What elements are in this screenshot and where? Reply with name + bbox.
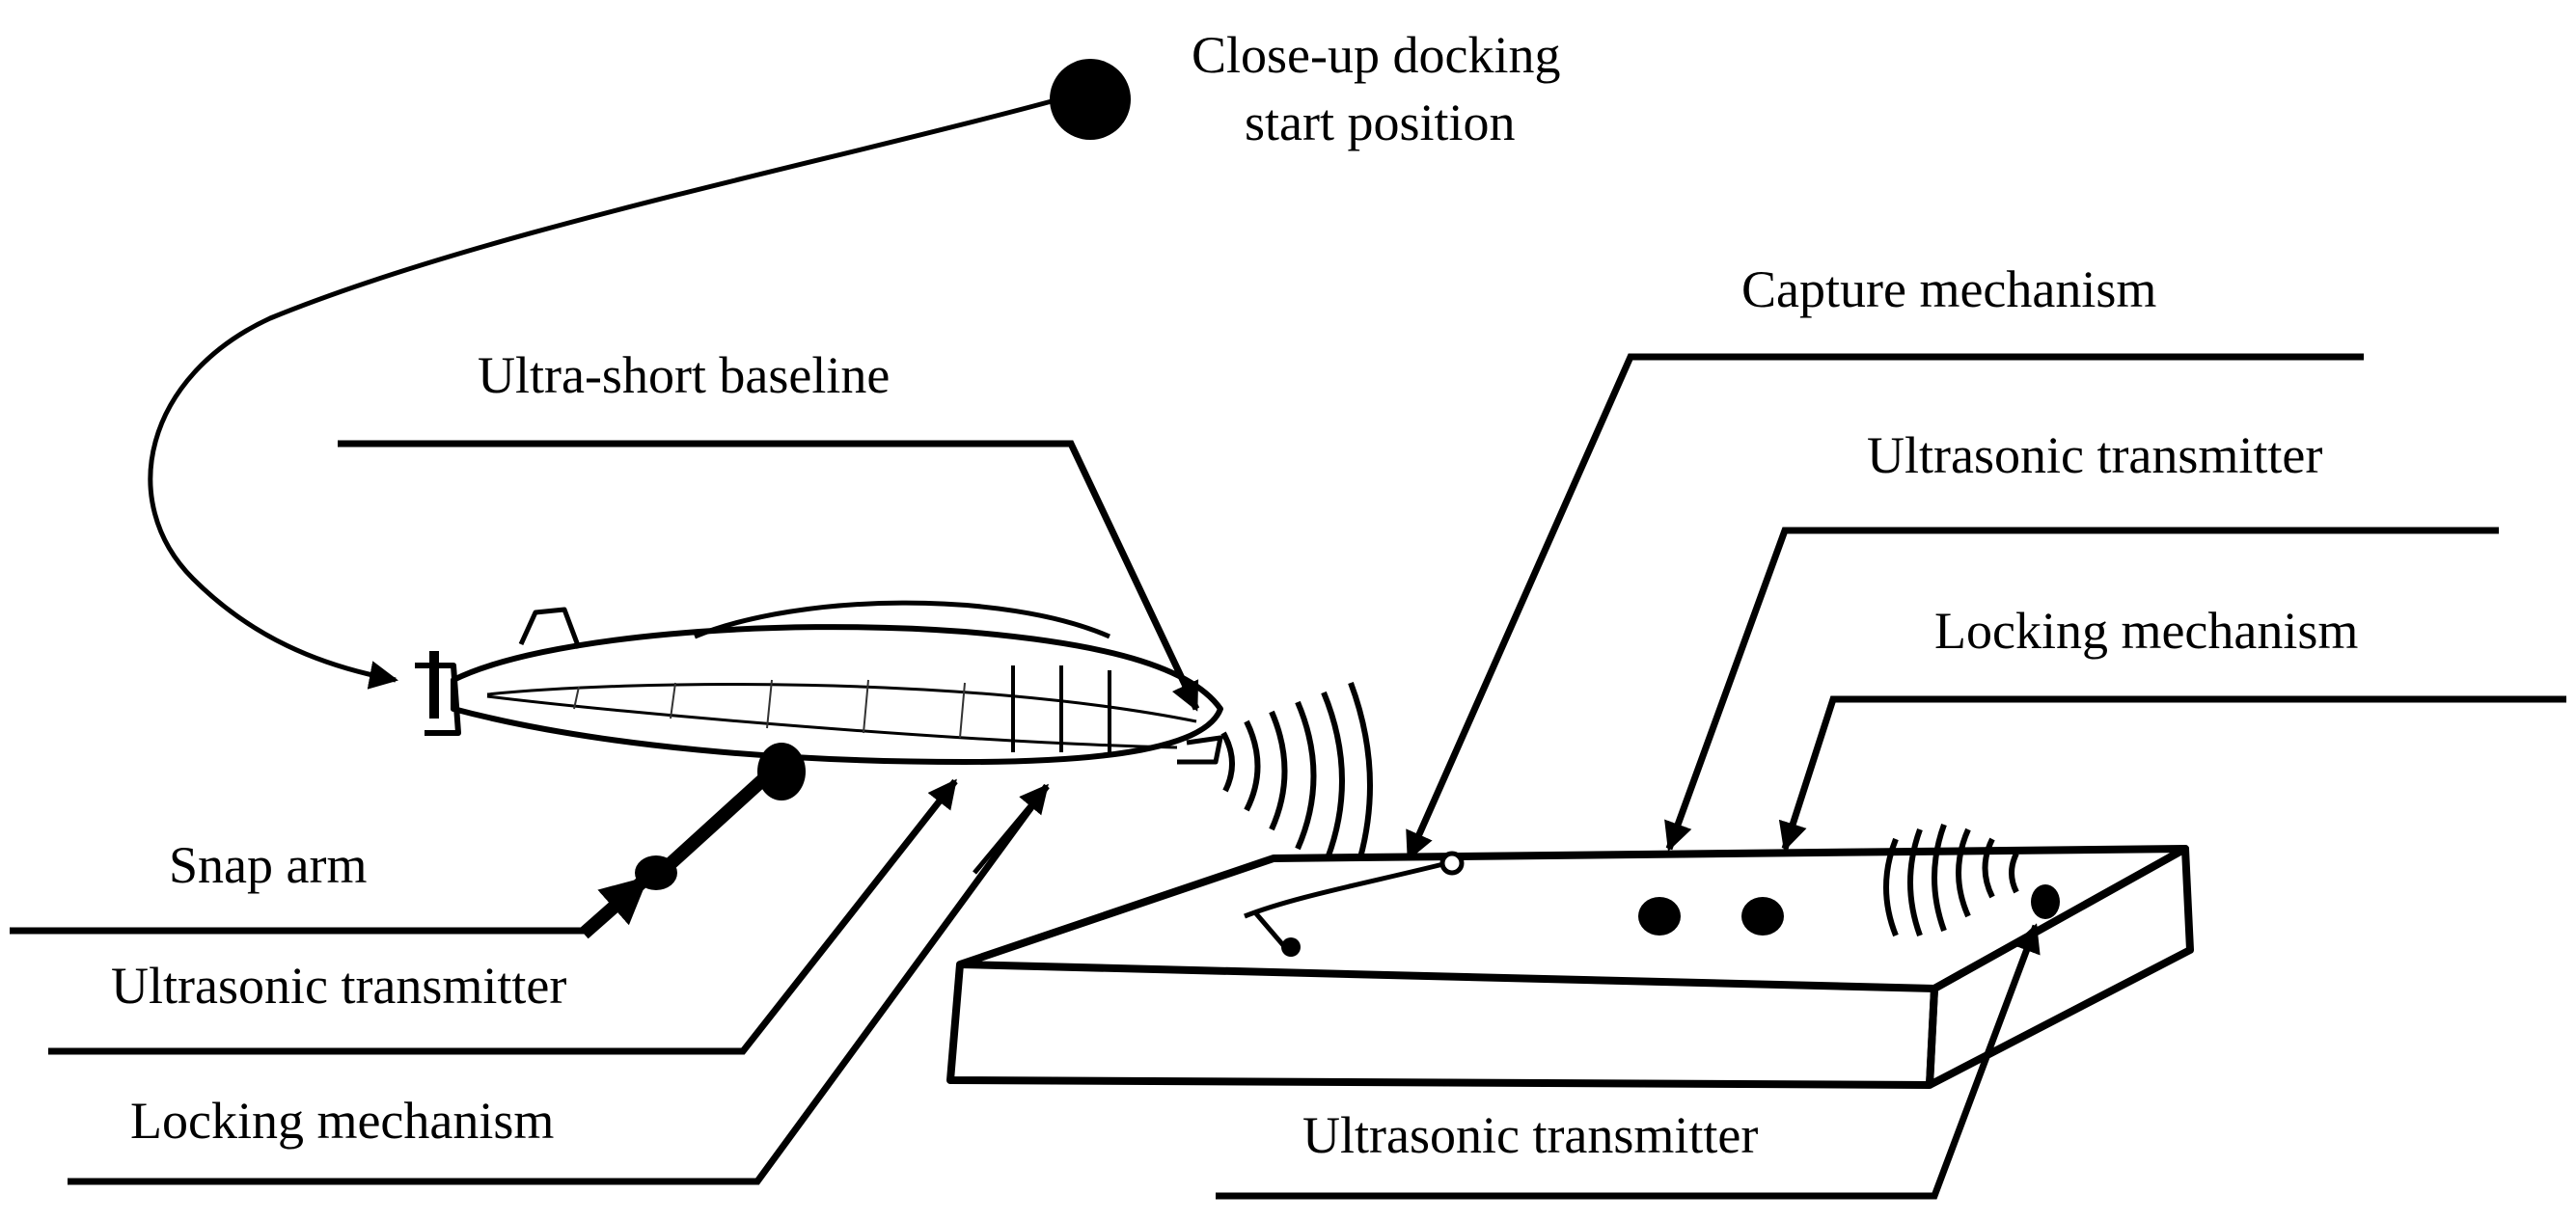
trajectory-curve [148, 98, 1053, 690]
station-acoustic-waves [1883, 823, 2019, 937]
capture-hook-stem [1252, 909, 1285, 947]
station-port-2 [1741, 897, 1784, 936]
start-position-dot [1050, 59, 1131, 140]
label-start-position-line2: start position [1245, 94, 1516, 151]
capture-knob [1281, 937, 1301, 957]
snap-arm-rod [661, 766, 777, 874]
label-ultra-short-baseline: Ultra-short baseline [478, 346, 890, 404]
leader-arrowheads [886, 583, 2041, 1030]
station-transmitter [2031, 884, 2060, 919]
capture-pivot [1439, 851, 1465, 876]
docking-station [946, 845, 2194, 1089]
label-snap-arm: Snap arm [169, 836, 367, 894]
label-start-position-line1: Close-up docking [1192, 26, 1560, 84]
label-ultrasonic-transmitter-top: Ultrasonic transmitter [1867, 426, 2322, 484]
label-ultrasonic-transmitter-bottom: Ultrasonic transmitter [1302, 1106, 1758, 1164]
auv-vehicle [415, 600, 1223, 765]
label-locking-mechanism-left: Locking mechanism [130, 1092, 554, 1150]
capture-hook [1244, 860, 1448, 919]
auv-sensor-dome [757, 743, 806, 800]
label-ultrasonic-transmitter-left: Ultrasonic transmitter [111, 957, 566, 1015]
label-capture-mechanism: Capture mechanism [1741, 260, 2156, 318]
snap-arm-pointer [579, 876, 649, 939]
station-port-1 [1638, 897, 1681, 936]
label-locking-mechanism-right: Locking mechanism [1934, 602, 2358, 660]
